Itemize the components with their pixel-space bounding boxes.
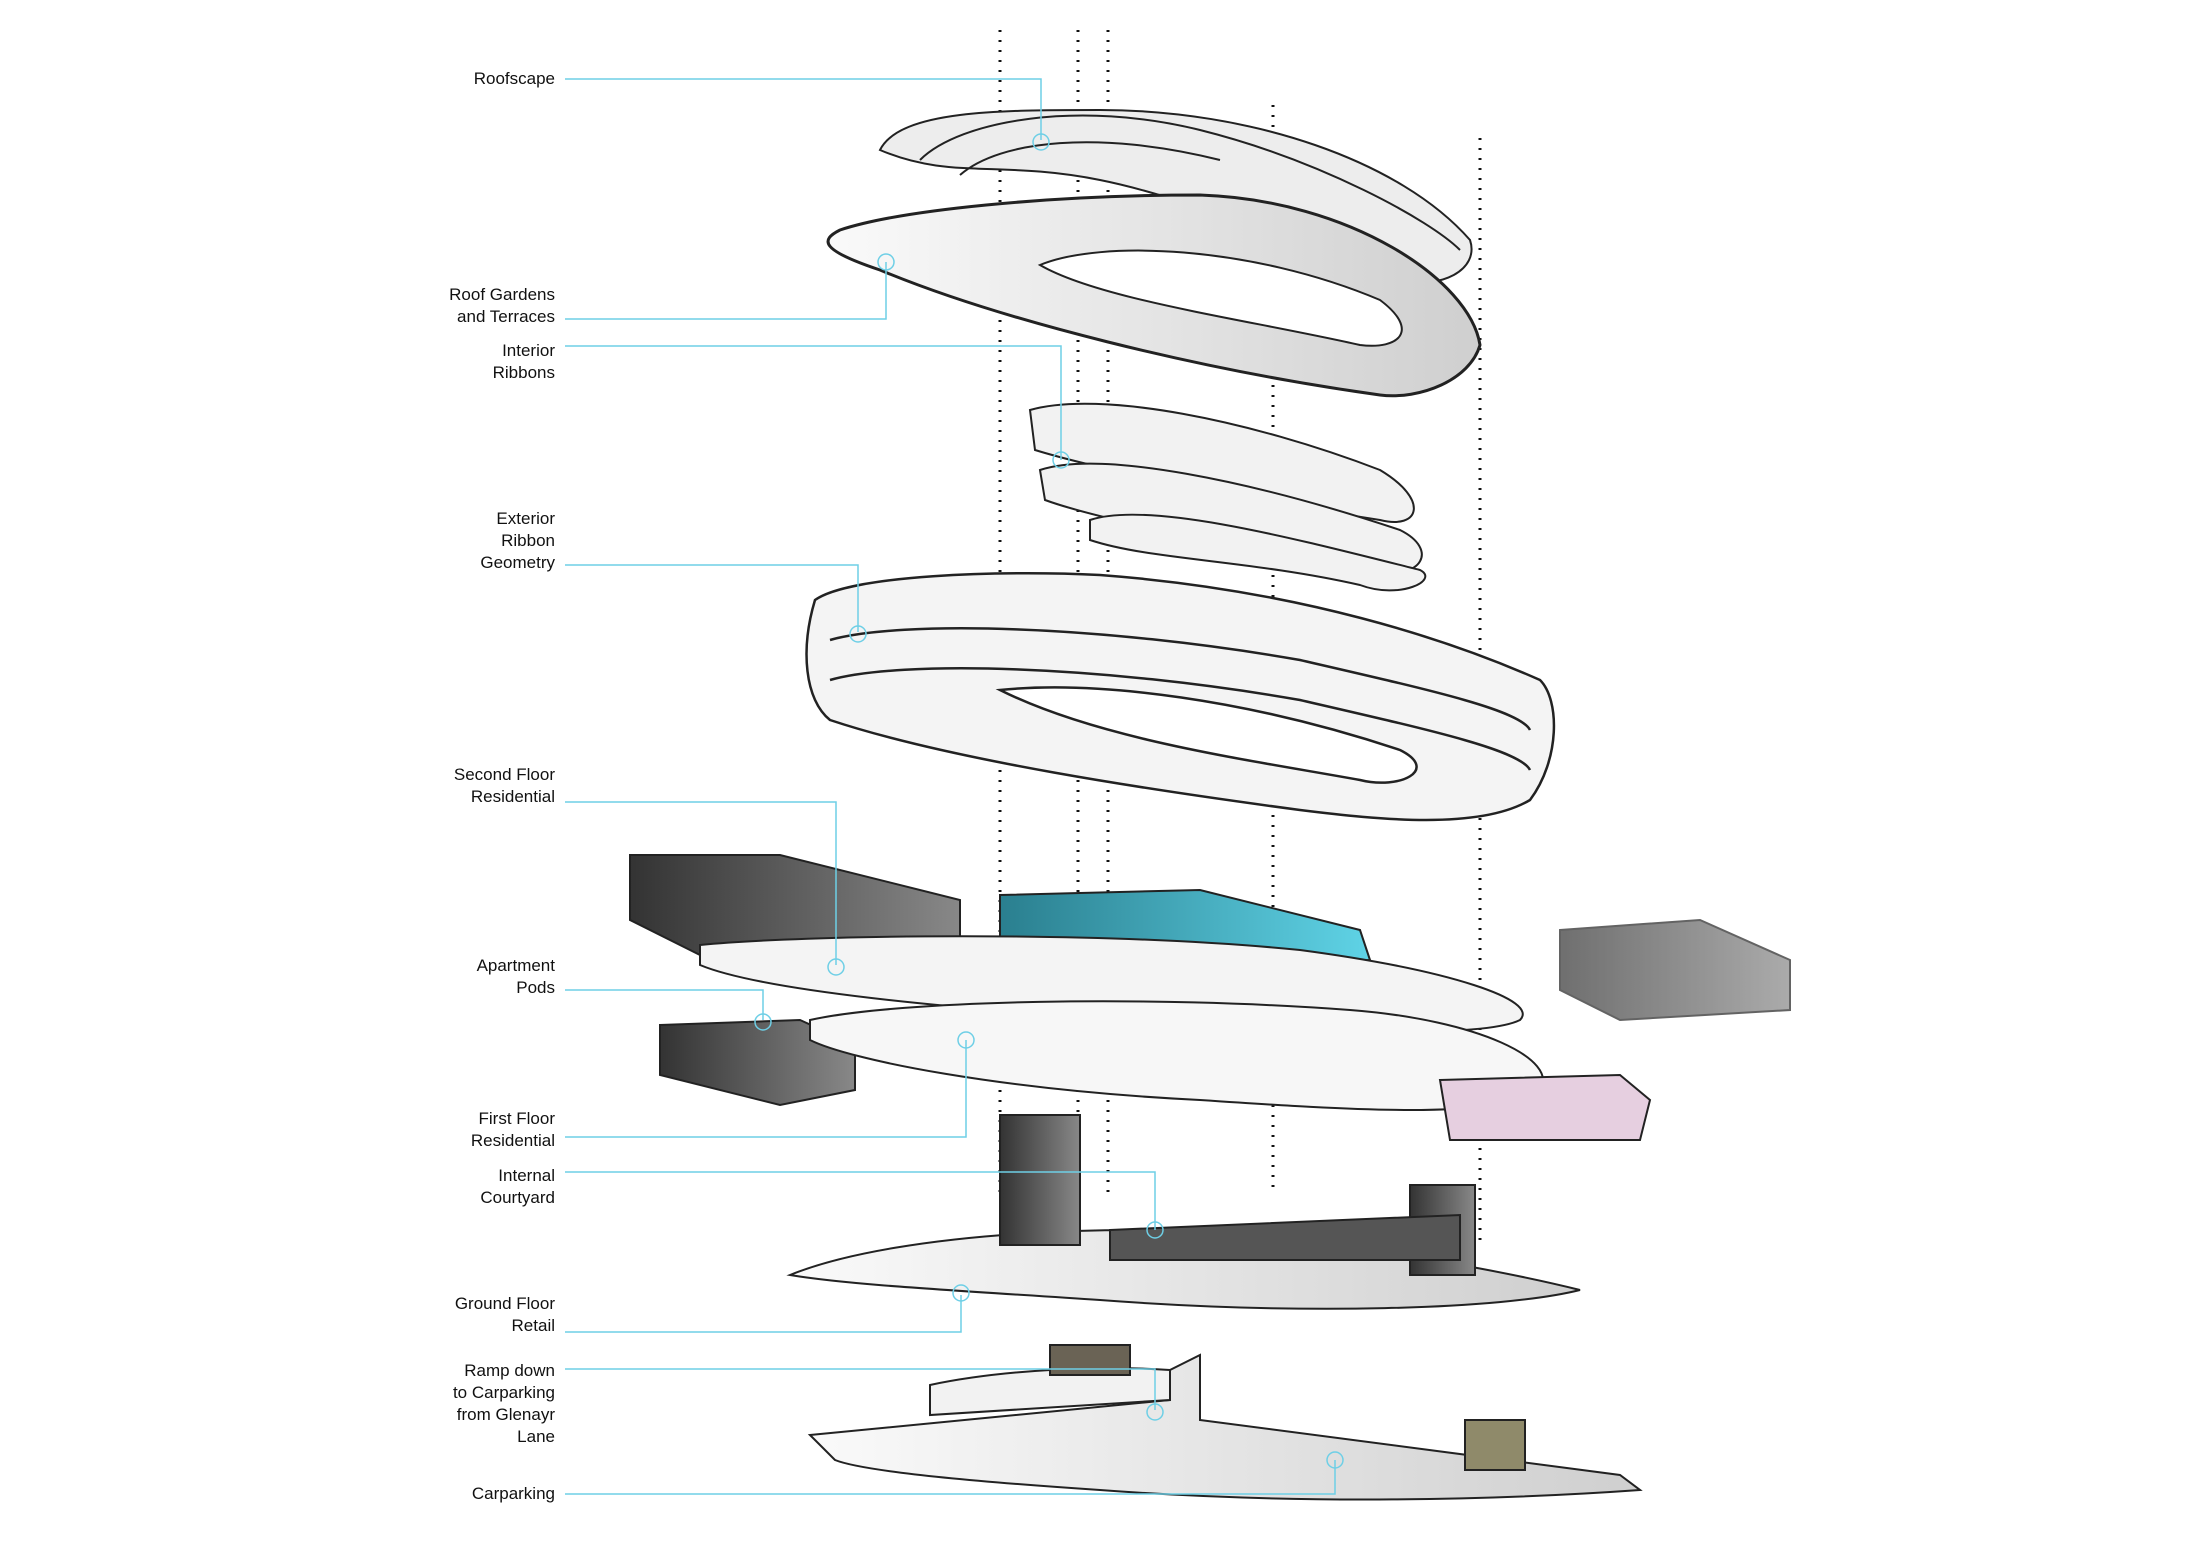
ground-floor-shape: [786, 1114, 1581, 1310]
carparking-shape: [807, 1344, 1643, 1501]
label-carparking: Carparking: [471, 1484, 555, 1503]
leader-lines: [565, 78, 1344, 1495]
interior-ribbons-shape: [1028, 402, 1427, 592]
label-roofscape: Roofscape: [473, 69, 555, 88]
exterior-ribbon-shape: [805, 572, 1556, 822]
first-floor-shape: [659, 1000, 1652, 1141]
